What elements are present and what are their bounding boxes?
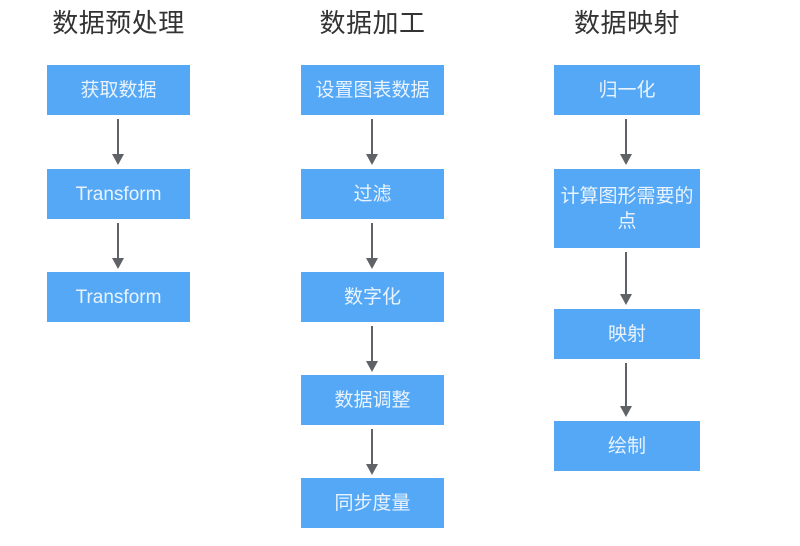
flow-node-c3-3[interactable]: 映射 — [554, 309, 700, 359]
flow-arrow-c2-2-to-3 — [366, 223, 379, 269]
flow-node-label: 过滤 — [353, 183, 392, 205]
flow-node-label: Transform — [75, 286, 162, 308]
flow-node-label: 归一化 — [598, 79, 656, 101]
flow-arrow-c3-1-to-2 — [620, 119, 633, 165]
flow-node-c2-1[interactable]: 设置图表数据 — [301, 65, 444, 115]
flow-node-c1-3[interactable]: Transform — [47, 272, 190, 322]
flow-node-label: 绘制 — [607, 435, 646, 457]
arrow-head-icon — [366, 361, 378, 372]
flow-node-c2-2[interactable]: 过滤 — [301, 169, 444, 219]
flow-arrow-c2-3-to-4 — [366, 326, 379, 372]
flow-arrow-c3-2-to-3 — [620, 252, 633, 305]
flow-node-label: 数据调整 — [334, 389, 411, 411]
arrow-shaft — [371, 223, 373, 258]
flow-node-label: 映射 — [607, 323, 646, 345]
arrow-shaft — [371, 119, 373, 154]
flow-node-c1-2[interactable]: Transform — [47, 169, 190, 219]
arrow-head-icon — [366, 464, 378, 475]
arrow-shaft — [625, 363, 627, 406]
flow-arrow-c1-2-to-3 — [112, 223, 125, 269]
flow-node-label: 设置图表数据 — [315, 79, 430, 101]
column-title-data-preprocessing: 数据预处理 — [52, 8, 185, 38]
flow-node-c3-4[interactable]: 绘制 — [554, 421, 700, 471]
flow-arrow-c2-4-to-5 — [366, 429, 379, 475]
arrow-shaft — [371, 326, 373, 361]
flow-node-label: 计算图形需要的点 — [560, 185, 694, 232]
flow-node-c2-4[interactable]: 数据调整 — [301, 375, 444, 425]
flow-node-c2-5[interactable]: 同步度量 — [301, 478, 444, 528]
column-title-data-mapping: 数据映射 — [573, 8, 680, 38]
arrow-shaft — [625, 119, 627, 154]
flow-node-label: 获取数据 — [80, 79, 157, 101]
arrow-head-icon — [112, 154, 124, 165]
arrow-shaft — [625, 252, 627, 294]
flow-node-c1-1[interactable]: 获取数据 — [47, 65, 190, 115]
arrow-head-icon — [112, 258, 124, 269]
column-title-data-processing: 数据加工 — [319, 8, 426, 38]
arrow-shaft — [117, 119, 119, 154]
arrow-head-icon — [366, 258, 378, 269]
flow-arrow-c1-1-to-2 — [112, 119, 125, 165]
flow-node-c3-1[interactable]: 归一化 — [554, 65, 700, 115]
flow-node-c2-3[interactable]: 数字化 — [301, 272, 444, 322]
flow-node-label: 同步度量 — [334, 492, 411, 514]
arrow-shaft — [117, 223, 119, 258]
arrow-head-icon — [620, 294, 632, 305]
flow-node-label: Transform — [75, 183, 162, 205]
arrow-head-icon — [620, 154, 632, 165]
flow-arrow-c3-3-to-4 — [620, 363, 633, 417]
flow-node-label: 数字化 — [343, 286, 401, 308]
flow-node-c3-2[interactable]: 计算图形需要的点 — [554, 169, 700, 248]
flow-arrow-c2-1-to-2 — [366, 119, 379, 165]
arrow-head-icon — [366, 154, 378, 165]
arrow-head-icon — [620, 406, 632, 417]
arrow-shaft — [371, 429, 373, 464]
